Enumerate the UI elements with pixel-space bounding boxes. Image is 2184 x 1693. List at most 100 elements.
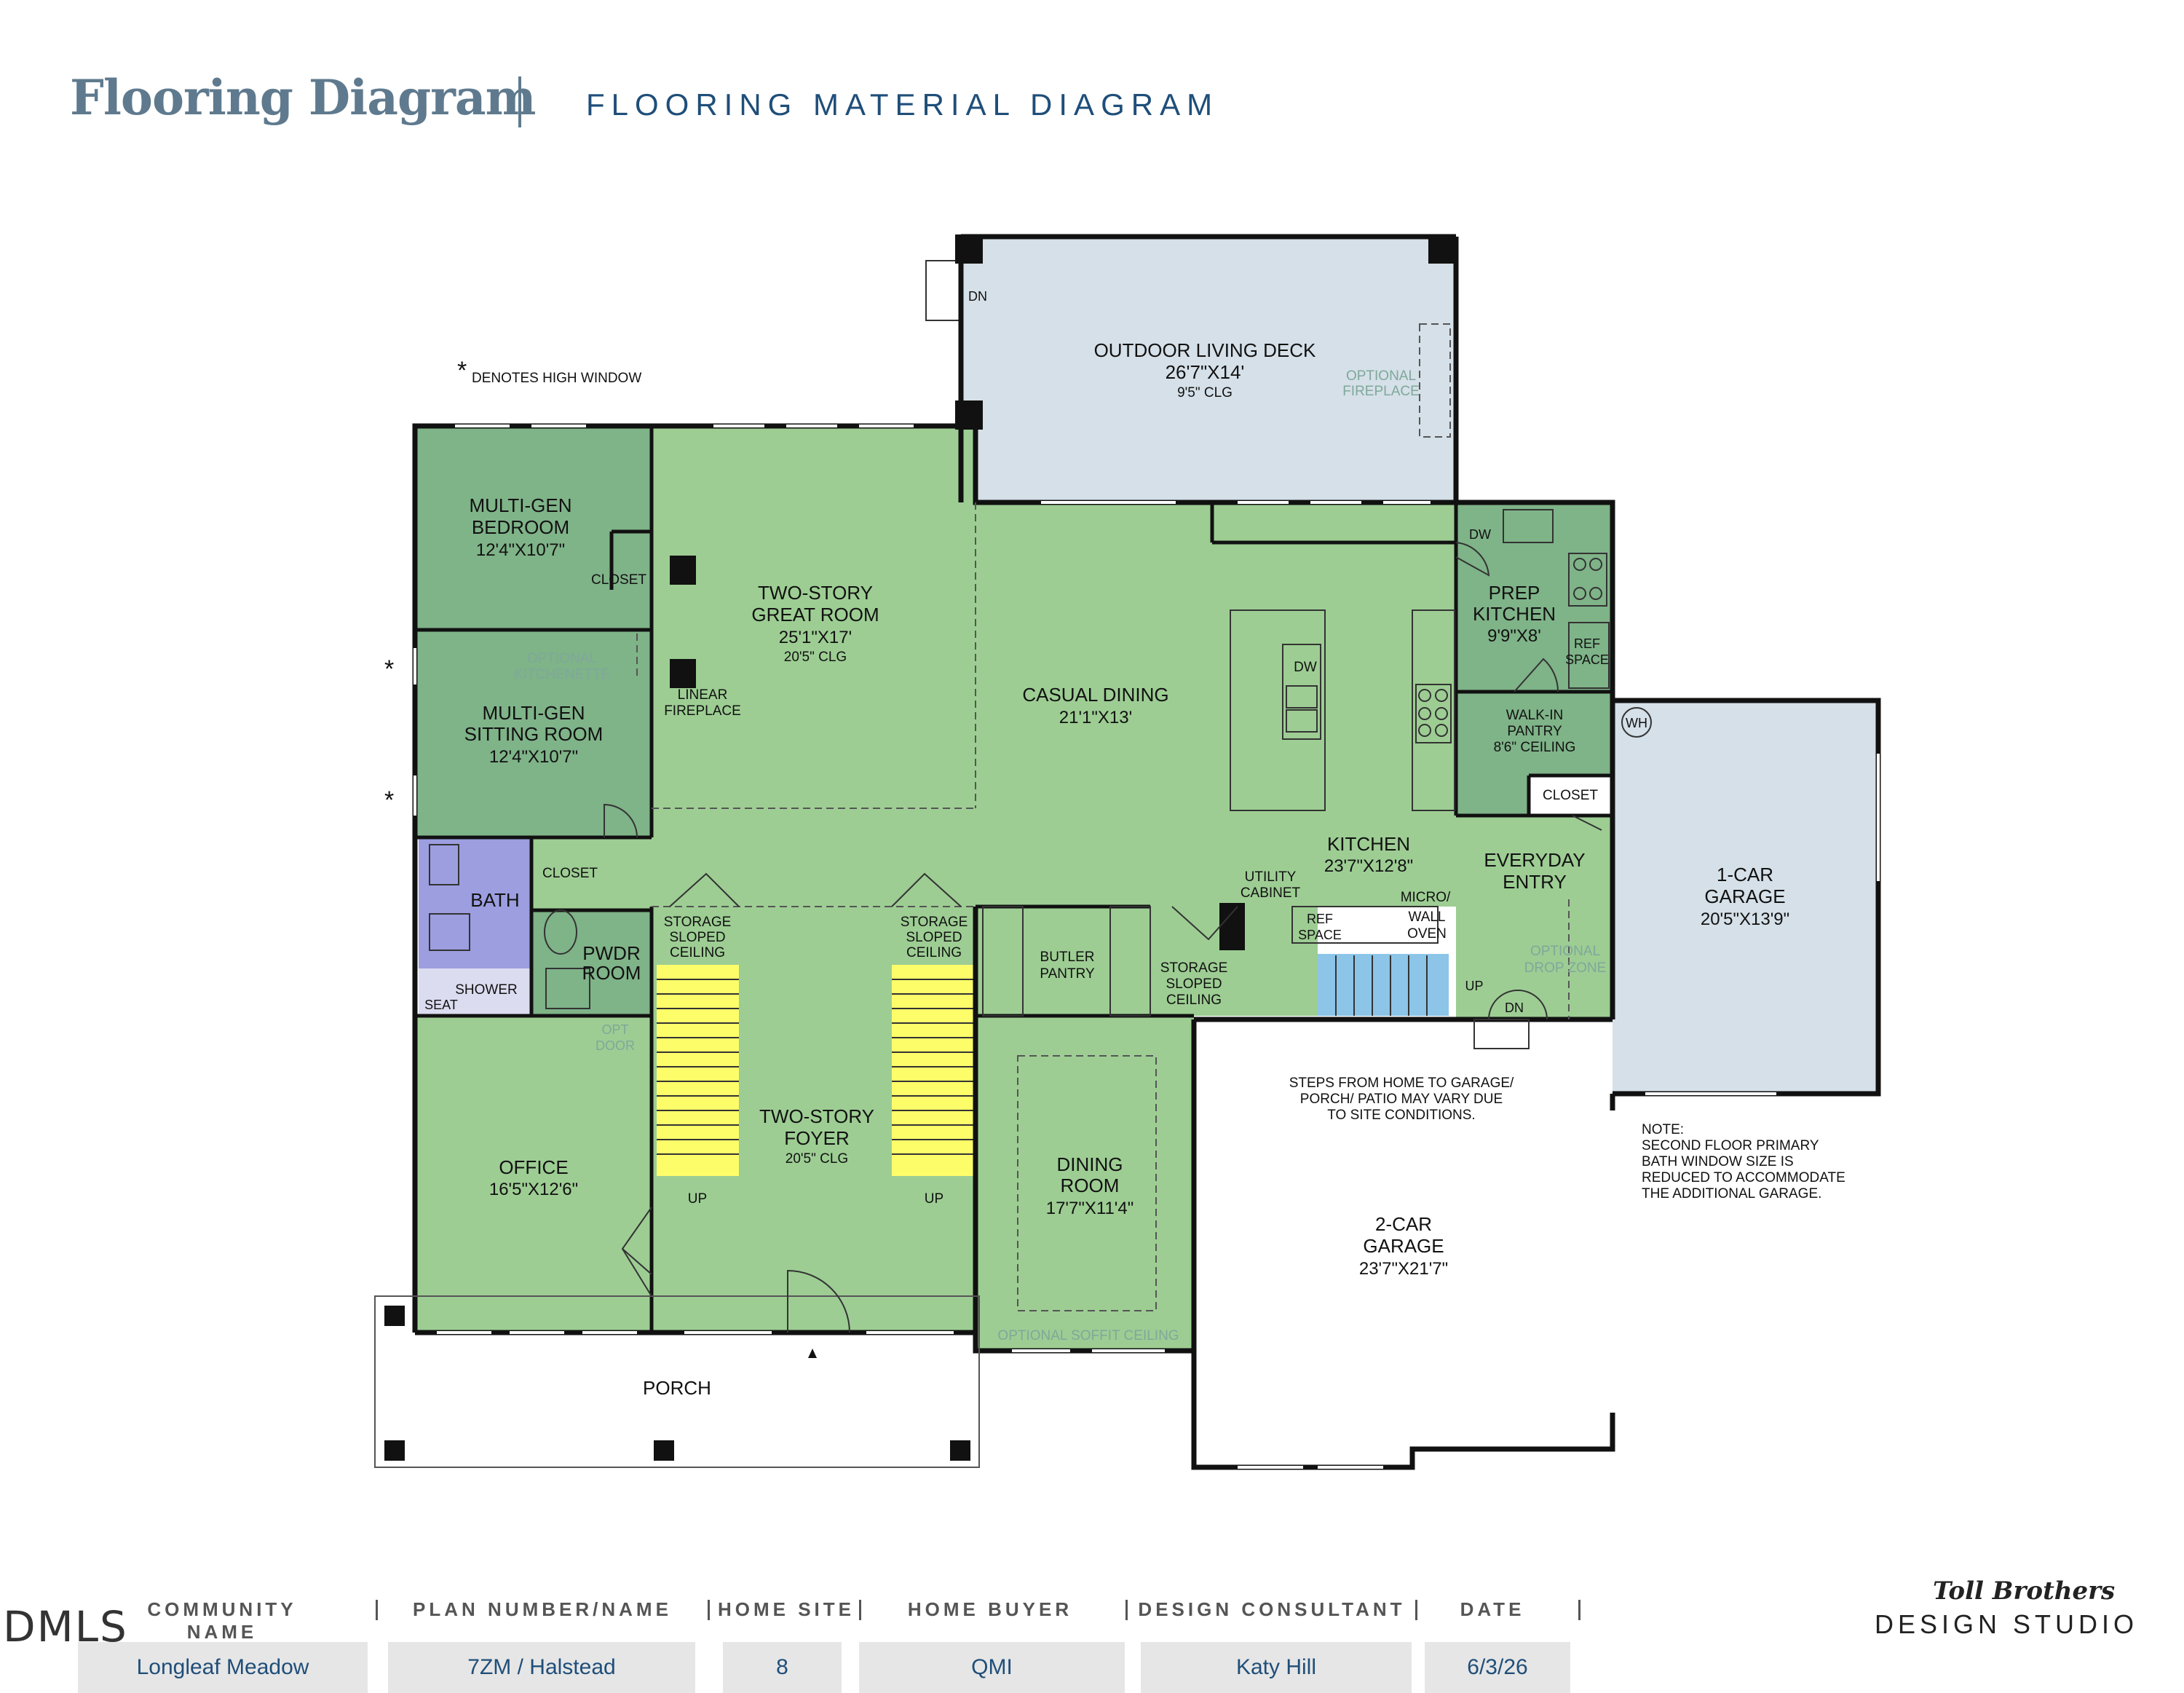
- footer-label-plan: PLAN NUMBER/NAME: [413, 1598, 672, 1620]
- deck-opt-1: OPTIONAL: [1346, 368, 1416, 384]
- room-labels: OUTDOOR LIVING DECK 26'7"X14' 9'5" CLG O…: [384, 289, 1845, 1399]
- office-fill: [415, 1016, 652, 1333]
- mls-watermark: DMLS: [3, 1602, 128, 1651]
- mid-closet: CLOSET: [542, 866, 598, 881]
- great-dims: 25'1"X17': [779, 628, 852, 647]
- storage-right-1: STORAGE: [1160, 960, 1228, 976]
- storage-right-3: CEILING: [1166, 992, 1222, 1008]
- garage2-l1: 2-CAR: [1375, 1213, 1432, 1235]
- entry-up: UP: [1465, 979, 1483, 993]
- drop-zone-2: DROP ZONE: [1524, 960, 1607, 976]
- steps-note-3: TO SITE CONDITIONS.: [1327, 1108, 1475, 1123]
- mg-bed-l1: MULTI-GEN: [469, 494, 571, 516]
- mg-sit-l2: SITTING ROOM: [464, 723, 604, 745]
- windows: [414, 425, 1880, 1469]
- opt-door-2: DOOR: [596, 1038, 635, 1053]
- garage2-dims: 23'7"X21'7": [1359, 1259, 1448, 1279]
- foyer-up-left: UP: [688, 1191, 707, 1207]
- note-l4: REDUCED TO ACCOMMODATE: [1642, 1170, 1845, 1185]
- kitchen-dw: DW: [1294, 660, 1317, 675]
- closet-entry-fill: [1529, 776, 1613, 816]
- note-l5: THE ADDITIONAL GARAGE.: [1642, 1186, 1821, 1201]
- porch: [374, 1295, 980, 1468]
- prep-dw: DW: [1469, 527, 1491, 542]
- kitchen-fixtures: [429, 509, 1652, 1049]
- shower-label: SHOWER: [455, 982, 518, 998]
- home-site-field: 8: [723, 1642, 842, 1693]
- garage1-l1: 1-CAR: [1717, 864, 1773, 885]
- dining-room-fill: [976, 1016, 1194, 1351]
- footer-separator: [708, 1600, 710, 1620]
- high-window-star: *: [457, 357, 467, 384]
- wall-oven-1: WALL: [1408, 909, 1445, 925]
- mg-sit-dims: 12'4"X10'7": [489, 747, 578, 767]
- great-l1: TWO-STORY: [758, 582, 873, 604]
- community-name-field: Longleaf Meadow: [78, 1642, 368, 1693]
- entry-closet: CLOSET: [1543, 788, 1598, 803]
- micro-label: MICRO/: [1401, 890, 1451, 905]
- room-fills: [415, 237, 1878, 1351]
- home-buyer-field: QMI: [859, 1642, 1125, 1693]
- great-l2: GREAT ROOM: [751, 604, 879, 625]
- stair-blue-fill: [1318, 954, 1449, 1016]
- bath-fill: [419, 837, 531, 968]
- page-title: Flooring Diagram: [70, 69, 537, 126]
- kitchenette-opt-2: KITCHENETTE: [514, 667, 610, 682]
- foyer-up-right: UP: [925, 1191, 943, 1207]
- footer-label-design-consultant: DESIGN CONSULTANT: [1138, 1598, 1406, 1620]
- storage-mid-3: CEILING: [906, 945, 962, 960]
- utility-l1: UTILITY: [1245, 869, 1297, 885]
- casual-dims: 21'1"X13': [1059, 708, 1132, 727]
- plan-name-field: 7ZM / Halstead: [388, 1642, 695, 1693]
- kitchen-ref-1: REF: [1307, 912, 1333, 926]
- title-separator: [518, 76, 521, 127]
- stair-treads: [657, 955, 1428, 1155]
- interior-walls: [415, 426, 1613, 1333]
- foyer-l1: TWO-STORY: [759, 1105, 874, 1127]
- deck-clg: 9'5" CLG: [1177, 385, 1233, 400]
- footer-separator: [1578, 1600, 1580, 1620]
- footer-label-home-site: HOME SITE: [717, 1598, 855, 1620]
- casual-kitchen-fill: [976, 502, 1456, 907]
- prep-ref-1: REF: [1574, 636, 1600, 651]
- pantry-l1: WALK-IN: [1506, 708, 1563, 723]
- prep-dims: 9'9"X8': [1487, 626, 1541, 646]
- great-room-fill: [652, 426, 976, 907]
- storage-left-1: STORAGE: [664, 915, 732, 930]
- deck-dims: 26'7"X14': [1166, 361, 1245, 383]
- kitchen-name: KITCHEN: [1327, 833, 1410, 855]
- kitchen-dims: 23'7"X12'8": [1324, 856, 1413, 876]
- prep-l1: PREP: [1489, 582, 1540, 604]
- utility-l2: CABINET: [1241, 885, 1301, 901]
- great-clg: 20'5" CLG: [784, 650, 847, 665]
- garage1-dims: 20'5"X13'9": [1701, 909, 1789, 929]
- note-l1: NOTE:: [1642, 1122, 1684, 1137]
- deck-posts: [670, 234, 1456, 950]
- butler-l2: PANTRY: [1040, 966, 1095, 982]
- design-consultant-field: Katy Hill: [1141, 1642, 1412, 1693]
- office-name: OFFICE: [499, 1156, 568, 1178]
- one-car-garage-fill: [1613, 701, 1878, 1094]
- prep-kitchen-fill: [1456, 502, 1613, 692]
- high-window-star-2: *: [384, 786, 394, 814]
- pantry-l3: 8'6" CEILING: [1494, 740, 1576, 755]
- footer-label-community: COMMUNITY NAME: [147, 1598, 297, 1643]
- foyer-clg: 20'5" CLG: [786, 1151, 848, 1167]
- note-l3: BATH WINDOW SIZE IS: [1642, 1154, 1794, 1169]
- deck-dn: DN: [968, 289, 987, 304]
- porch-label: PORCH: [643, 1377, 711, 1399]
- pwdr-room-fill: [531, 910, 652, 1016]
- soffit-ceiling: OPTIONAL SOFFIT CEILING: [997, 1328, 1179, 1343]
- closet-mid-fill: [531, 837, 652, 910]
- pwdr-l2: ROOM: [582, 962, 641, 984]
- mg-sit-l1: MULTI-GEN: [482, 702, 585, 724]
- opt-door-1: OPT: [601, 1022, 628, 1037]
- footer-label-date: DATE: [1460, 1598, 1525, 1620]
- steps-note-1: STEPS FROM HOME TO GARAGE/: [1289, 1076, 1514, 1091]
- brand-name: Toll Brothers: [1933, 1576, 2116, 1606]
- fireplace-l2: FIREPLACE: [664, 703, 741, 719]
- wall-oven-2: OVEN: [1407, 926, 1447, 942]
- seat-label: SEAT: [424, 998, 458, 1012]
- shower-fill: [419, 968, 531, 1016]
